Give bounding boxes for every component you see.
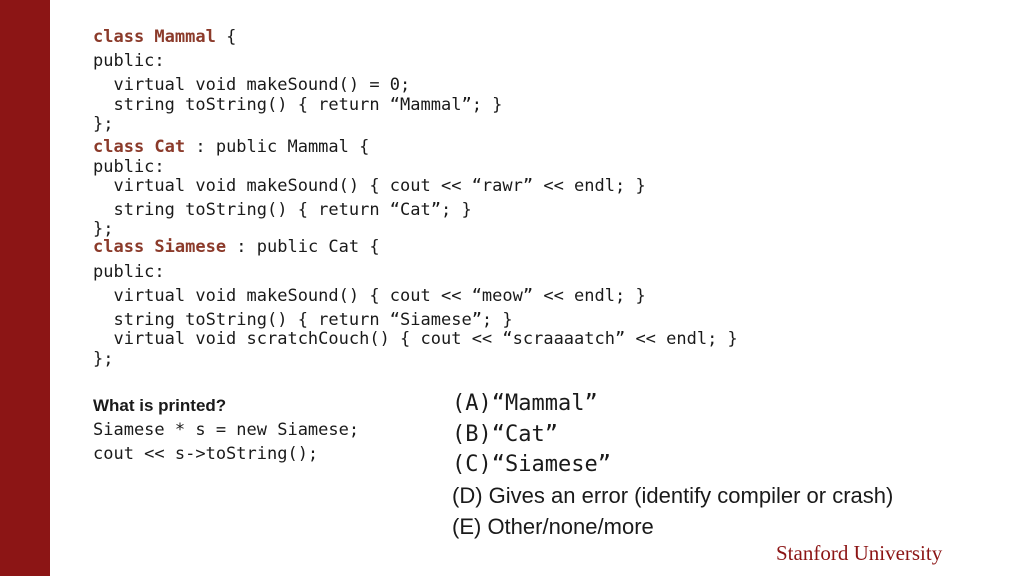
- code-line-15: virtual void scratchCouch() { cout << “s…: [93, 329, 738, 349]
- class-mammal-keyword: class Mammal: [93, 27, 216, 47]
- question-code-line-1: Siamese * s = new Siamese;: [93, 420, 360, 440]
- option-d: (D) Gives an error (identify compiler or…: [452, 483, 894, 508]
- option-a: (A)“Mammal”: [452, 391, 598, 416]
- code-line-8: virtual void makeSound() { cout << “rawr…: [93, 176, 646, 196]
- code-line-3: virtual void makeSound() = 0;: [93, 75, 411, 95]
- code-line-13: virtual void makeSound() { cout << “meow…: [93, 286, 646, 306]
- question-code-line-2: cout << s->toString();: [93, 444, 319, 464]
- code-line-1: class Mammal {: [93, 27, 237, 47]
- code-line-10: };: [93, 219, 114, 239]
- code-line-16: };: [93, 349, 114, 369]
- code-line-6: class Cat : public Mammal {: [93, 137, 370, 157]
- class-siamese-keyword: class Siamese: [93, 237, 227, 257]
- code-line-4: string toString() { return “Mammal”; }: [93, 95, 503, 115]
- question-label: What is printed?: [93, 396, 227, 415]
- option-e: (E) Other/none/more: [452, 514, 654, 539]
- class-cat-keyword: class Cat: [93, 137, 186, 157]
- left-accent-bar: [0, 0, 50, 576]
- code-line-14: string toString() { return “Siamese”; }: [93, 310, 513, 330]
- code-line-11: class Siamese : public Cat {: [93, 237, 380, 257]
- code-line-7: public:: [93, 157, 165, 177]
- code-line-2: public:: [93, 51, 165, 71]
- option-b: (B)“Cat”: [452, 422, 558, 447]
- code-line-9: string toString() { return “Cat”; }: [93, 200, 472, 220]
- code-line-5: };: [93, 114, 114, 134]
- stanford-university-logo: Stanford University: [776, 541, 943, 565]
- option-c: (C)“Siamese”: [452, 452, 611, 477]
- code-line-12: public:: [93, 262, 165, 282]
